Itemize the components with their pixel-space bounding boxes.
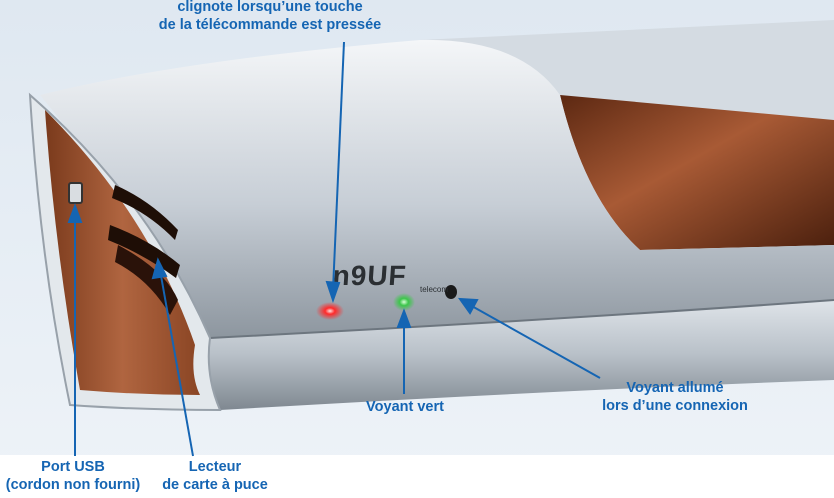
arrow-top-head <box>325 280 341 304</box>
brand-subtext: telecom <box>420 285 448 294</box>
annotation-usb-line1: Port USB <box>41 459 105 475</box>
annotation-card-reader: Lecteur de carte à puce <box>140 458 290 494</box>
arrow-card-head <box>151 257 168 280</box>
brand-logo: n9UF <box>332 260 408 291</box>
arrow-green-head <box>396 308 412 328</box>
device-front-face <box>208 300 834 410</box>
annotation-conn-line1: Voyant allumé <box>626 380 724 396</box>
annotation-card-line2: de carte à puce <box>162 477 268 493</box>
card-reader-opening <box>115 245 178 315</box>
annotation-usb-port: Port USB (cordon non fourni) <box>0 458 148 494</box>
card-slot-lower <box>108 225 180 278</box>
arrow-top-line <box>332 41 345 291</box>
annotation-card-line1: Lecteur <box>188 459 242 475</box>
arrow-card-line <box>159 269 194 457</box>
annotation-arrows <box>67 41 601 457</box>
annotation-usb-line2: (cordon non fourni) <box>5 477 141 493</box>
annotation-conn-line2: lors d’une connexion <box>602 398 748 414</box>
arrow-conn-head <box>457 297 479 315</box>
annotation-remote-line2: de la télécommande est pressée <box>158 17 382 33</box>
annotation-remote-line1: clignote lorsqu’une touche <box>177 0 363 15</box>
arrow-conn-line <box>469 304 601 379</box>
led-red <box>316 302 344 320</box>
annotation-connection-led: Voyant allumé lors d’une connexion <box>575 379 775 415</box>
front-seam-line <box>209 299 834 339</box>
annotation-remote-led: clignote lorsqu’une touche de la télécom… <box>150 0 390 34</box>
annotation-green-line1: Voyant vert <box>366 399 444 415</box>
led-black <box>445 285 457 299</box>
usb-port <box>68 182 83 204</box>
card-slot-upper <box>112 185 178 240</box>
led-green <box>393 293 415 311</box>
device-brown-band <box>560 95 834 250</box>
device-top-surface <box>40 39 834 339</box>
arrow-usb-head <box>67 203 83 223</box>
bottom-white-band <box>0 455 834 498</box>
annotation-green-led: Voyant vert <box>350 398 460 416</box>
